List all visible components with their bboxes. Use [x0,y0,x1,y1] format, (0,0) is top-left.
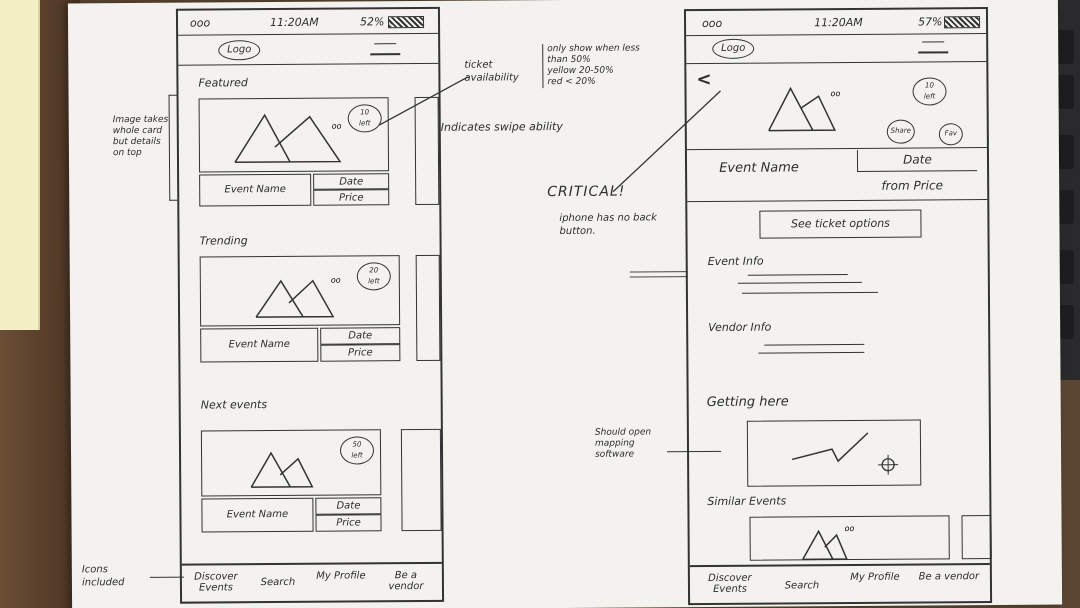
annotation-bracket [168,94,178,201]
nav-divider [686,61,987,65]
event-price: Price [313,189,390,206]
tab-search[interactable]: Search [784,580,820,592]
battery-percent: 57% [917,15,943,29]
event-date: Date [315,497,382,515]
status-bar: ooo 11:20AM 52% [178,15,438,35]
event-image-icon [250,451,314,488]
event-image-icon: oo [234,113,342,164]
battery-icon [387,15,425,29]
share-button[interactable]: Share [886,119,915,144]
event-name: Event Name [200,327,319,363]
section-title-vendor-info: Vendor Info [708,320,772,335]
yellow-notepad [0,0,40,330]
tab-search[interactable]: Search [260,576,296,589]
event-price: from Price [881,178,943,193]
cart-icon[interactable] [370,37,401,56]
section-title-next-events: Next events [200,398,268,412]
svg-text:oo: oo [845,524,855,533]
svg-text:oo: oo [332,122,342,131]
tab-be-a-vendor[interactable]: Be a vendor [388,570,424,593]
map-preview[interactable] [746,419,922,487]
status-time: 11:20AM [813,15,863,30]
annotation-map-note: Should open mapping software [594,427,652,460]
event-price: Price [315,514,382,532]
event-date: Date [320,327,401,345]
tab-my-profile[interactable]: My Profile [850,571,900,584]
availability-rule: only show when less than 50% [547,43,640,66]
next-card-peek[interactable] [400,428,442,532]
next-card-peek[interactable] [415,254,441,362]
battery-icon [944,16,981,29]
map-route-icon [791,432,899,475]
battery-percent: 52% [359,15,385,29]
text-placeholder [737,281,862,284]
similar-event-card[interactable]: oo [749,515,950,561]
event-name: Event Name [201,497,314,533]
app-logo[interactable]: Logo [712,38,755,59]
signal-indicator: ooo [702,16,723,31]
availability-rules: only show when less than 50% yellow 20-5… [542,43,653,89]
annotation-critical-detail: iphone has no back button. [559,212,657,238]
svg-text:oo: oo [831,89,841,98]
section-title-getting-here: Getting here [706,394,789,411]
event-name: Event Name [199,173,312,207]
signal-indicator: ooo [189,16,211,30]
section-title-trending: Trending [199,234,248,248]
annotation-arrow [149,576,184,578]
back-button[interactable]: < [696,68,712,91]
event-date: Date [313,173,390,190]
tab-discover-events[interactable]: Discover Events [708,572,752,595]
bottom-tab-bar: Discover Events Search My Profile Be a v… [689,563,991,604]
content-divider [687,199,988,203]
next-card-peek[interactable] [961,515,992,560]
event-name: Event Name [719,160,799,176]
text-placeholder [747,274,848,276]
text-placeholder [741,291,878,294]
fav-button[interactable]: Fav [938,123,963,146]
tab-my-profile[interactable]: My Profile [316,570,366,582]
availability-rule: red < 20% [547,76,596,88]
status-bar: ooo 11:20AM 57% [686,15,986,35]
annotation-icons-note: Icons included [81,564,125,589]
availability-rule: yellow 20-50% [547,65,614,77]
event-image-icon: oo [768,86,841,132]
annotation-scribble [629,271,688,278]
event-image-icon: oo [255,276,341,318]
annotation-arrow [612,90,721,193]
text-placeholder [764,343,865,346]
annotation-image-note: Image takes whole card but details on to… [112,114,169,159]
cart-icon[interactable] [918,35,949,54]
section-title-featured: Featured [198,76,248,90]
see-ticket-options-button[interactable]: See ticket options [759,209,922,239]
event-date: Date [856,149,978,172]
annotation-arrow [378,76,469,126]
tab-discover-events[interactable]: Discover Events [194,571,238,594]
text-placeholder [758,351,865,354]
section-title-similar-events: Similar Events [707,494,787,509]
event-price: Price [320,344,401,362]
event-image-icon: oo [802,524,855,561]
section-title-event-info: Event Info [707,254,764,269]
status-time: 11:20AM [269,15,319,30]
svg-text:oo: oo [331,276,341,285]
tab-be-a-vendor[interactable]: Be a vendor [918,571,980,583]
nav-divider [178,62,439,66]
app-logo[interactable]: Logo [218,40,261,61]
bottom-tab-bar: Discover Events Search My Profile Be a v… [181,561,443,602]
